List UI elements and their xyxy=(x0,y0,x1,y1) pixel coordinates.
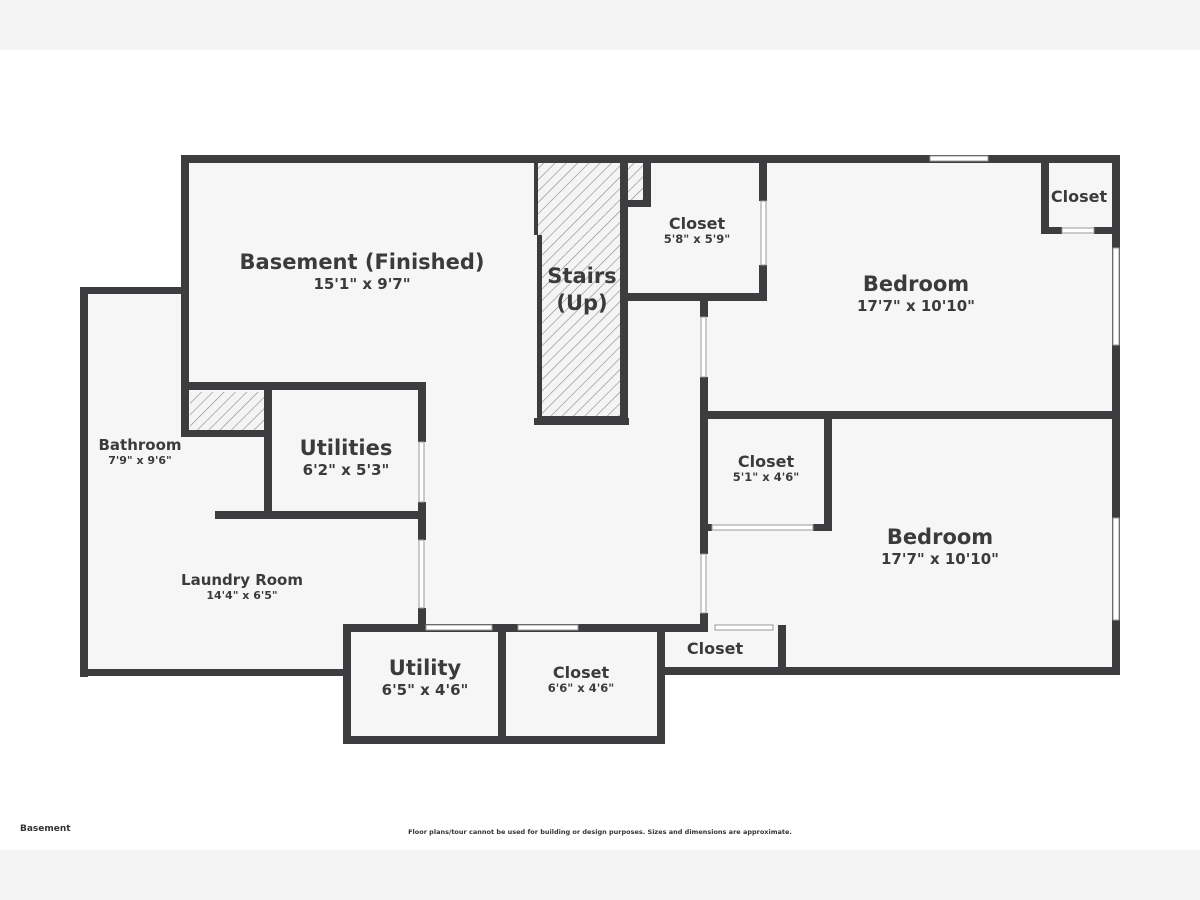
room-name: Closet xyxy=(1050,187,1108,206)
room-dims: 15'1" x 9'7" xyxy=(313,275,411,294)
stairs-hatch xyxy=(537,160,622,418)
room-label-utility: Utility 6'5" x 4'6" xyxy=(382,656,469,699)
room-dims: 14'4" x 6'5" xyxy=(206,589,278,602)
room-label-bedroom-2: Bedroom 17'7" x 10'10" xyxy=(881,525,999,568)
room-name: Bedroom xyxy=(886,525,994,549)
room-label-basement: Basement (Finished) 15'1" x 9'7" xyxy=(240,250,485,293)
room-dims: 5'8" x 5'9" xyxy=(663,232,731,247)
room-label-closet-bottom: Closet 6'6" x 4'6" xyxy=(548,663,614,696)
room-name: Utilities xyxy=(299,436,393,460)
shaft-hatch-small xyxy=(627,162,643,200)
stairs-edge xyxy=(541,416,622,419)
room-name: Bathroom xyxy=(98,436,182,454)
room-name: Laundry Room xyxy=(181,571,303,589)
room-label-closet-topright: Closet xyxy=(1051,187,1107,206)
floor-plan-sheet: Basement (Finished) 15'1" x 9'7" Stairs … xyxy=(0,50,1200,850)
room-dims: 5'1" x 4'6" xyxy=(732,470,800,485)
room-dims: 6'5" x 4'6" xyxy=(381,681,469,700)
room-name: Closet xyxy=(552,663,610,682)
room-name: Closet xyxy=(737,452,795,471)
room-label-bathroom: Bathroom 7'9" x 9'6" xyxy=(98,436,181,467)
disclaimer: Floor plans/tour cannot be used for buil… xyxy=(408,828,792,836)
room-label-laundry: Laundry Room 14'4" x 6'5" xyxy=(181,571,303,602)
room-dims: 6'6" x 4'6" xyxy=(547,681,615,696)
room-dims: 17'7" x 10'10" xyxy=(857,297,975,316)
room-label-utilities: Utilities 6'2" x 5'3" xyxy=(300,436,393,479)
room-label-bedroom-1: Bedroom 17'7" x 10'10" xyxy=(857,272,975,315)
room-dims: 7'9" x 9'6" xyxy=(108,454,172,467)
room-name: Closet xyxy=(668,214,726,233)
room-name: Utility xyxy=(388,656,462,680)
shaft-hatch xyxy=(190,392,266,430)
windows xyxy=(418,155,1120,631)
room-dims: 17'7" x 10'10" xyxy=(881,550,999,569)
room-name: Bedroom xyxy=(862,272,970,296)
room-label-closet-top: Closet 5'8" x 5'9" xyxy=(664,214,730,247)
room-label-stairs: Stairs (Up) xyxy=(542,263,622,318)
room-name: Closet xyxy=(686,639,744,658)
floor-plan-drawing xyxy=(80,155,1120,744)
room-label-closet-middle: Closet 5'1" x 4'6" xyxy=(733,452,799,485)
room-name: Basement (Finished) xyxy=(239,250,485,274)
room-label-closet-bottom-right: Closet xyxy=(687,639,743,658)
floor-name: Basement xyxy=(20,824,71,834)
room-name: Stairs (Up) xyxy=(547,264,617,316)
room-dims: 6'2" x 5'3" xyxy=(302,461,390,480)
